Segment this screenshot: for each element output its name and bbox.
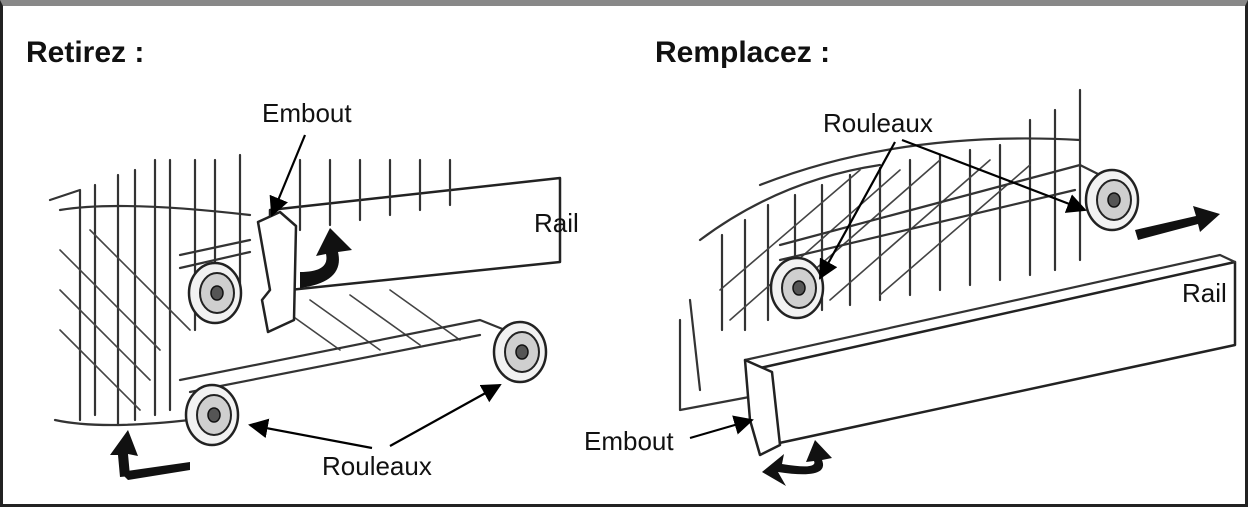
left-leader-embout bbox=[269, 134, 307, 217]
right-rotate-arrow-icon bbox=[762, 440, 832, 486]
left-label-embout: Embout bbox=[262, 98, 352, 128]
right-label-embout: Embout bbox=[584, 426, 674, 456]
right-label-rouleaux: Rouleaux bbox=[823, 108, 933, 138]
right-leader-embout bbox=[689, 415, 754, 440]
left-rotate-arrow-icon bbox=[300, 228, 352, 288]
right-wheel-left bbox=[769, 256, 825, 320]
right-basket bbox=[678, 88, 1102, 412]
left-pull-arrow-icon bbox=[110, 430, 190, 480]
right-leader-rouleaux-2 bbox=[901, 138, 1087, 213]
left-leader-rouleaux-1 bbox=[248, 418, 373, 450]
right-heading: Remplacez : bbox=[655, 36, 830, 69]
left-wheel-lower-left bbox=[184, 383, 240, 447]
left-wheel-upper bbox=[187, 261, 243, 325]
left-leader-rouleaux-2 bbox=[389, 384, 502, 447]
left-basket bbox=[48, 153, 507, 427]
left-heading: Retirez : bbox=[26, 36, 144, 69]
right-push-arrow-icon bbox=[1135, 206, 1220, 240]
right-panel: Remplacez : bbox=[584, 36, 1237, 486]
right-leader-rouleaux-1 bbox=[819, 141, 896, 280]
left-wheel-lower-right bbox=[492, 320, 548, 384]
right-label-rail: Rail bbox=[1182, 278, 1227, 308]
left-panel: Retirez : bbox=[26, 36, 579, 481]
left-label-rouleaux: Rouleaux bbox=[322, 451, 432, 481]
right-wheel-right bbox=[1084, 168, 1140, 232]
left-label-rail: Rail bbox=[534, 208, 579, 238]
right-rail bbox=[758, 260, 1237, 447]
left-embout-part bbox=[256, 210, 298, 334]
